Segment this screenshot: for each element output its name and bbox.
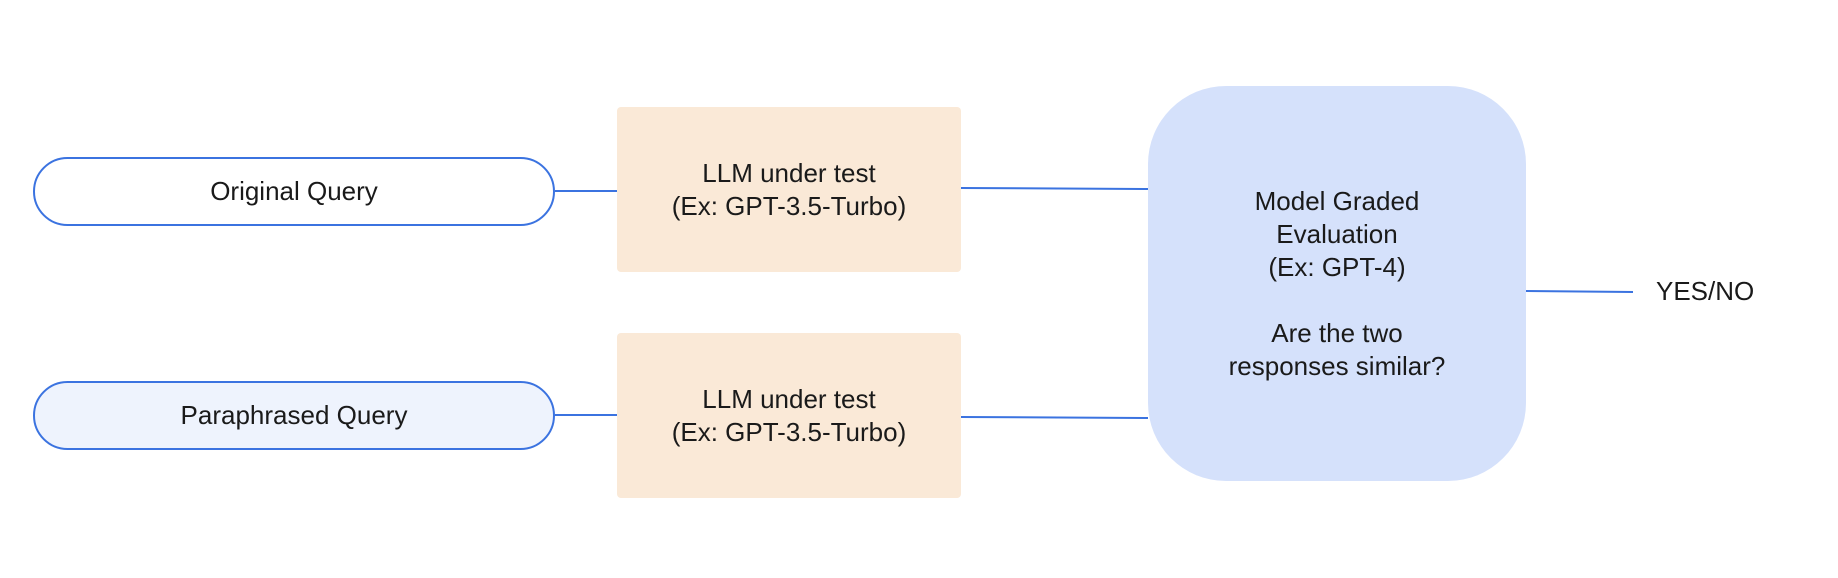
llm-top-example: (Ex: GPT-3.5-Turbo): [671, 190, 907, 221]
original-query-label: Original Query: [210, 176, 378, 206]
llm-bottom-example: (Ex: GPT-3.5-Turbo): [671, 416, 907, 447]
original-query-node: Original Query: [33, 157, 555, 226]
grader-title-line2: Evaluation: [1276, 218, 1398, 249]
llm-under-test-bottom: LLM under test (Ex: GPT-3.5-Turbo): [617, 333, 961, 498]
grader-question-line2: responses similar?: [1228, 350, 1446, 381]
llm-top-title: LLM under test: [702, 157, 876, 188]
grader-example: (Ex: GPT-4): [1268, 251, 1406, 282]
paraphrased-query-node: Paraphrased Query: [33, 381, 555, 450]
llm-under-test-top: LLM under test (Ex: GPT-3.5-Turbo): [617, 107, 961, 272]
llm-bottom-title: LLM under test: [702, 383, 876, 414]
model-graded-evaluation-node: Model Graded Evaluation (Ex: GPT-4) Are …: [1148, 86, 1526, 481]
paraphrased-query-label: Paraphrased Query: [180, 400, 408, 430]
connector-llm-bottom-to-grader: [960, 416, 1149, 419]
grader-question-line1: Are the two: [1271, 317, 1403, 348]
connector-llm-top-to-grader: [960, 187, 1149, 190]
output-label: YES/NO: [1656, 276, 1755, 306]
connector-grader-to-output: [1525, 290, 1634, 293]
grader-title-line1: Model Graded: [1254, 185, 1420, 216]
